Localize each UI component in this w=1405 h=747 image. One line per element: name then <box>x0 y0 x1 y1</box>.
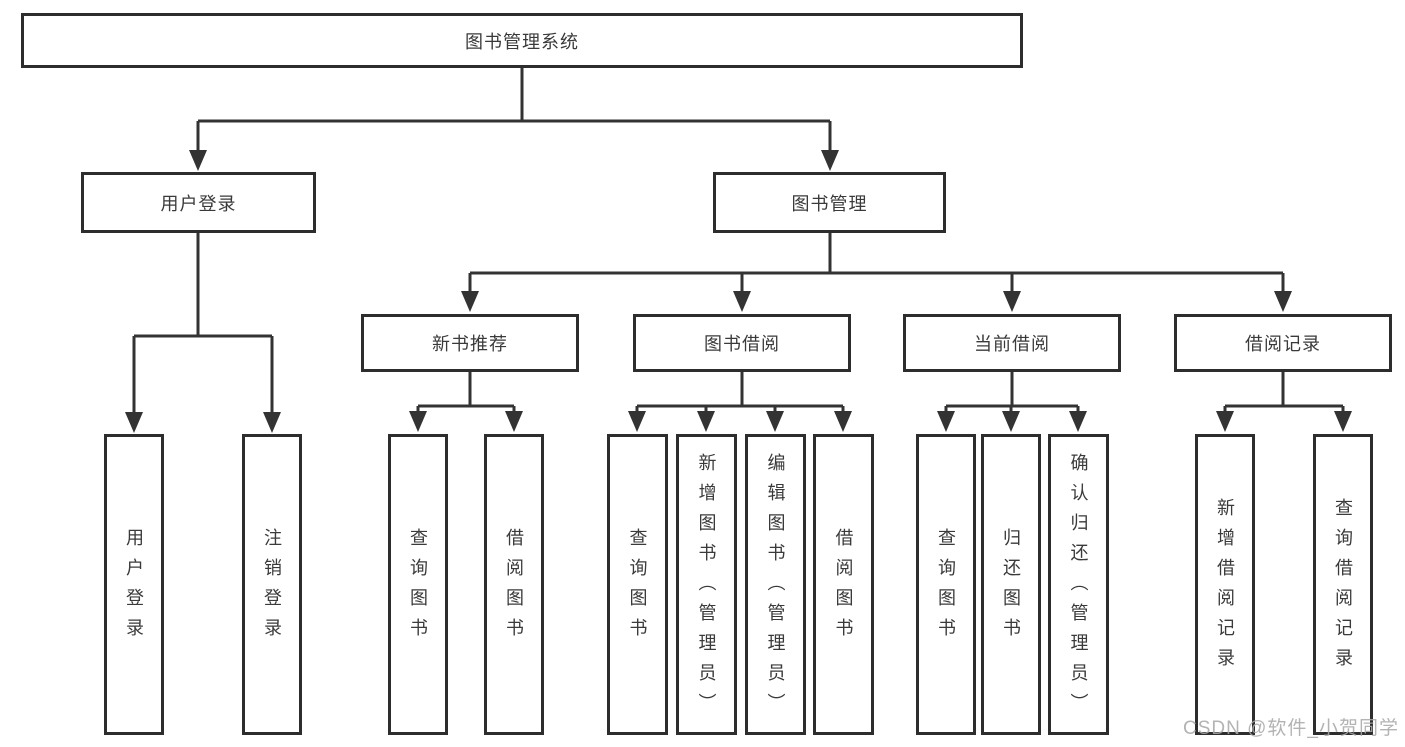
node-new-book-recommendation: 新书推荐 <box>361 314 579 372</box>
node-add-book-admin: 新增图书（管理员） <box>676 434 737 735</box>
node-borrow-books-recommend: 借阅图书 <box>484 434 544 735</box>
node-borrow-books-leaf: 借阅图书 <box>813 434 874 735</box>
node-confirm-return-admin: 确认归还（管理员） <box>1048 434 1109 735</box>
node-add-borrow-record: 新增借阅记录 <box>1195 434 1255 735</box>
node-query-books-borrowing: 查询图书 <box>607 434 668 735</box>
node-current-borrowing: 当前借阅 <box>903 314 1121 372</box>
node-query-books-current: 查询图书 <box>916 434 976 735</box>
csdn-watermark: CSDN @软件_小贺同学 <box>1183 718 1399 739</box>
node-logout: 注销登录 <box>242 434 302 735</box>
node-query-books-recommend: 查询图书 <box>388 434 448 735</box>
node-user-login: 用户登录 <box>81 172 316 233</box>
arrowheads <box>125 150 1352 433</box>
node-book-borrowing: 图书借阅 <box>633 314 851 372</box>
node-query-borrow-record: 查询借阅记录 <box>1313 434 1373 735</box>
node-book-management: 图书管理 <box>713 172 946 233</box>
node-user-login-leaf: 用户登录 <box>104 434 164 735</box>
node-borrowing-records: 借阅记录 <box>1174 314 1392 372</box>
node-edit-book-admin: 编辑图书（管理员） <box>745 434 806 735</box>
node-library-system: 图书管理系统 <box>21 13 1023 68</box>
node-return-books: 归还图书 <box>981 434 1041 735</box>
